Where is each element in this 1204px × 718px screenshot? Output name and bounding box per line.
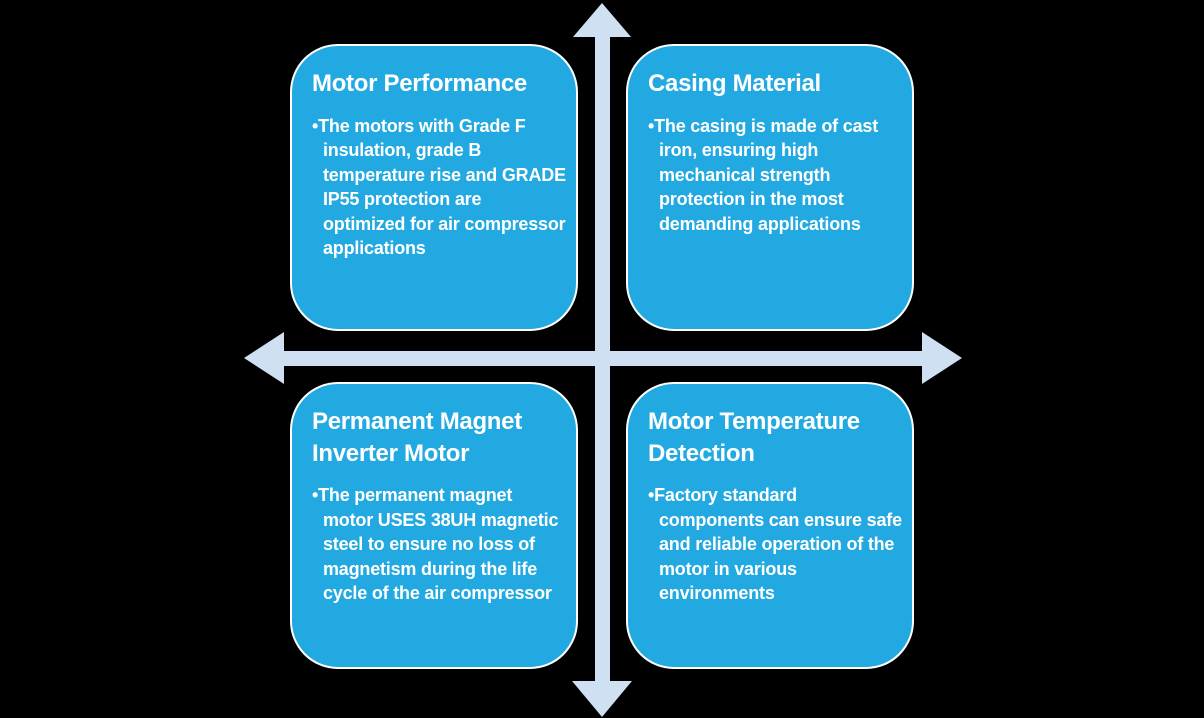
quadrant-title: Motor Temperature Detection <box>648 408 860 467</box>
arrow-down-icon <box>572 681 632 717</box>
bullet-marker: • <box>312 485 319 506</box>
quadrant-body-text: Factory standard components can ensure s… <box>654 485 902 604</box>
quadrant-body-text: The permanent magnet motor USES 38UH mag… <box>318 485 559 604</box>
bullet-marker: • <box>312 115 319 136</box>
quadrant-box-motor-performance: Motor Performance •The motors with Grade… <box>290 44 578 331</box>
quadrant-body: •Factory standard components can ensure … <box>648 483 902 606</box>
horizontal-axis-shaft <box>281 351 925 366</box>
quadrant-body-text: The motors with Grade F insulation, grad… <box>318 115 566 259</box>
bullet-marker: • <box>648 115 655 136</box>
quadrant-title: Casing Material <box>648 70 821 97</box>
quadrant-box-casing-material: Casing Material •The casing is made of c… <box>626 44 914 331</box>
quadrant-body: •The permanent magnet motor USES 38UH ma… <box>312 483 566 606</box>
quadrant-box-motor-temperature-detection: Motor Temperature Detection •Factory sta… <box>626 382 914 669</box>
quadrant-title: Motor Performance <box>312 70 527 97</box>
arrow-left-icon <box>244 332 284 384</box>
quadrant-title: Permanent Magnet Inverter Motor <box>312 408 522 467</box>
quadrant-body: •The motors with Grade F insulation, gra… <box>312 114 566 261</box>
arrow-right-icon <box>922 332 962 384</box>
quadrant-body: •The casing is made of cast iron, ensuri… <box>648 114 902 237</box>
bullet-marker: • <box>648 485 655 506</box>
quadrant-body-text: The casing is made of cast iron, ensurin… <box>654 115 878 234</box>
quadrant-box-permanent-magnet-inverter-motor: Permanent Magnet Inverter Motor •The per… <box>290 382 578 669</box>
arrow-up-icon <box>573 3 631 37</box>
